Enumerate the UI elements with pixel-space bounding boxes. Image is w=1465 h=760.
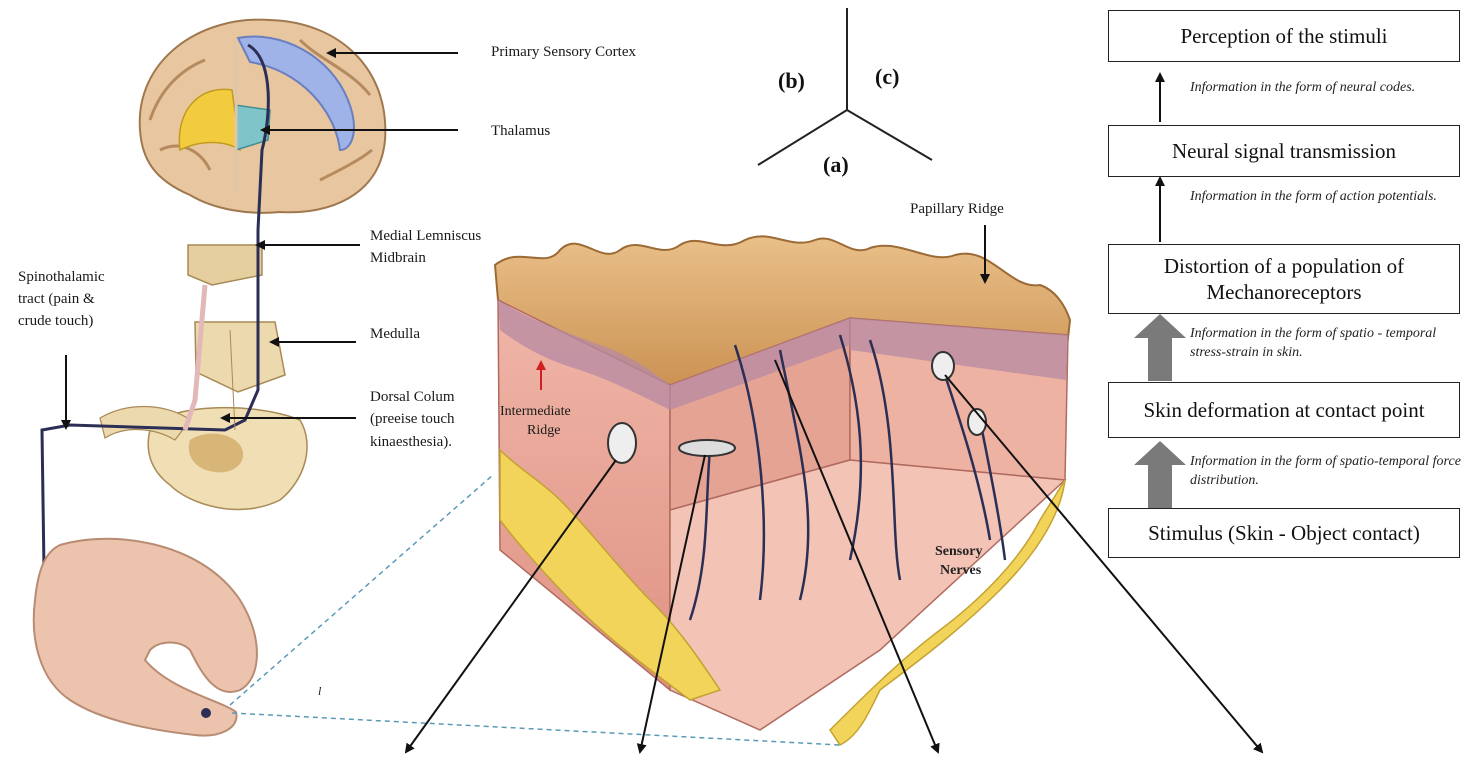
- flow-note-force-distribution: Information in the form of spatio-tempor…: [1190, 452, 1465, 490]
- brain-illustration: [140, 20, 386, 230]
- label-papillary-ridge: Papillary Ridge: [910, 200, 1004, 219]
- flow-box-perception: Perception of the stimuli: [1108, 10, 1460, 62]
- panel-label-c: (c): [875, 64, 899, 90]
- flow-note-action-potentials: Information in the form of action potent…: [1190, 187, 1465, 206]
- flow-note-stress-strain: Information in the form of spatio - temp…: [1190, 324, 1465, 362]
- label-medulla: Medulla: [370, 325, 420, 344]
- skin-block-illustration: [495, 236, 1070, 745]
- flow-box-stimulus: Stimulus (Skin - Object contact): [1108, 508, 1460, 558]
- flow-box-skin-deformation: Skin deformation at contact point: [1108, 382, 1460, 438]
- flow-box-neural-transmission: Neural signal transmission: [1108, 125, 1460, 177]
- hand-illustration: [34, 539, 257, 736]
- label-kinaesthesia: kinaesthesia).: [370, 433, 452, 452]
- label-medial-lemniscus: Medial Lemniscus: [370, 227, 481, 246]
- label-intermediate-1: Intermediate: [500, 402, 571, 421]
- flow-note-neural-codes: Information in the form of neural codes.: [1190, 78, 1465, 97]
- panel-label-a: (a): [823, 152, 849, 178]
- label-spinothalamic-1: Spinothalamic: [18, 268, 105, 287]
- label-primary-sensory-cortex: Primary Sensory Cortex: [491, 43, 636, 62]
- label-intermediate-2: Ridge: [527, 421, 560, 440]
- label-dorsal-colum: Dorsal Colum: [370, 388, 455, 407]
- panel-label-b: (b): [778, 68, 805, 94]
- scale-mark: l: [318, 682, 321, 701]
- label-thalamus: Thalamus: [491, 122, 550, 141]
- label-spinothalamic-3: crude touch): [18, 312, 93, 331]
- flow-box-mechanoreceptors: Distortion of a population of Mechanorec…: [1108, 244, 1460, 314]
- label-spinothalamic-2: tract (pain &: [18, 290, 95, 309]
- label-precise-touch: (preeise touch: [370, 410, 455, 429]
- label-sensory: Sensory: [935, 544, 982, 560]
- label-midbrain: Midbrain: [370, 249, 426, 268]
- label-nerves: Nerves: [940, 563, 981, 579]
